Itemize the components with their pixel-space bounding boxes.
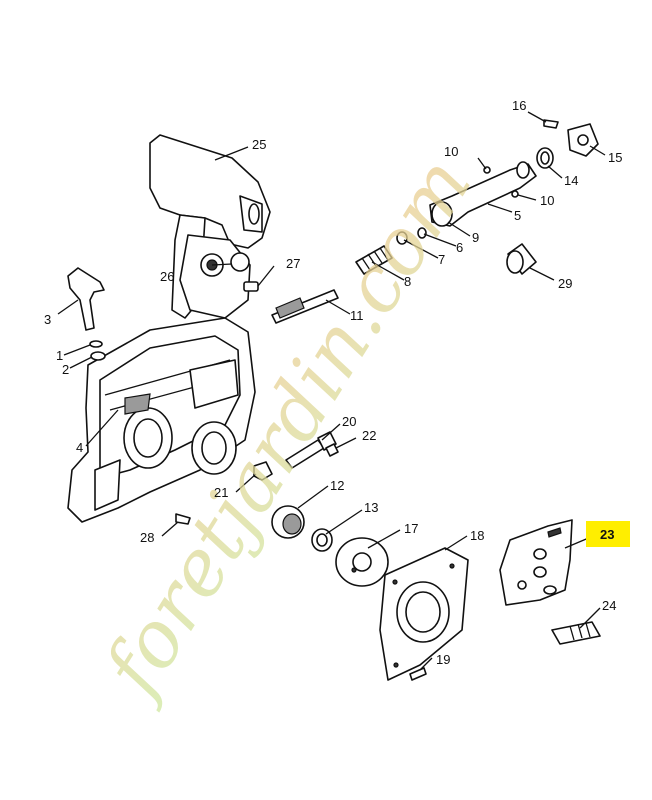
stud-bolt [285, 431, 339, 469]
label-17: 17 [404, 521, 418, 536]
guide-plate [499, 519, 573, 606]
label-22: 22 [362, 428, 376, 443]
label-27: 27 [286, 256, 300, 271]
shaft [271, 289, 339, 324]
label-24: 24 [602, 598, 616, 613]
label-26: 26 [160, 269, 174, 284]
label-29: 29 [558, 276, 572, 291]
label-2: 2 [62, 362, 69, 377]
bushing [506, 243, 537, 275]
label-1: 1 [56, 348, 63, 363]
label-28: 28 [140, 530, 154, 545]
label-8: 8 [404, 274, 411, 289]
cover-cap [543, 119, 599, 157]
label-5: 5 [514, 208, 521, 223]
label-4: 4 [76, 440, 83, 455]
crank-lever [429, 161, 537, 227]
label-10-top: 10 [444, 144, 458, 159]
cover-plate [379, 547, 469, 681]
label-7: 7 [438, 252, 445, 267]
label-14: 14 [564, 173, 578, 188]
label-9: 9 [472, 230, 479, 245]
part-labels: 25 26 27 3 1 2 4 11 8 7 6 9 5 10 10 14 1… [44, 98, 622, 667]
label-11: 11 [350, 308, 364, 323]
label-21: 21 [214, 485, 228, 500]
label-23: 23 [600, 527, 614, 542]
clutch-disk [335, 537, 389, 587]
label-13: 13 [364, 500, 378, 515]
circlip [536, 147, 554, 169]
label-3: 3 [44, 312, 51, 327]
clutch-drum [271, 505, 333, 552]
spring [355, 245, 393, 275]
label-25: 25 [252, 137, 266, 152]
label-12: 12 [330, 478, 344, 493]
screw-28 [175, 513, 191, 525]
brake-lever-assembly [179, 234, 259, 319]
lever-part [67, 267, 106, 361]
label-15: 15 [608, 150, 622, 165]
label-16: 16 [512, 98, 526, 113]
highlight-box-23 [586, 521, 630, 547]
label-19: 19 [436, 652, 450, 667]
adjuster-nut [253, 461, 273, 481]
label-18: 18 [470, 528, 484, 543]
stud-24 [551, 621, 601, 645]
label-10-right: 10 [540, 193, 554, 208]
label-20: 20 [342, 414, 356, 429]
pins [483, 166, 519, 198]
leader-lines [57, 111, 606, 671]
screw [409, 667, 427, 681]
crankcase-housing [67, 317, 256, 523]
label-6: 6 [456, 240, 463, 255]
